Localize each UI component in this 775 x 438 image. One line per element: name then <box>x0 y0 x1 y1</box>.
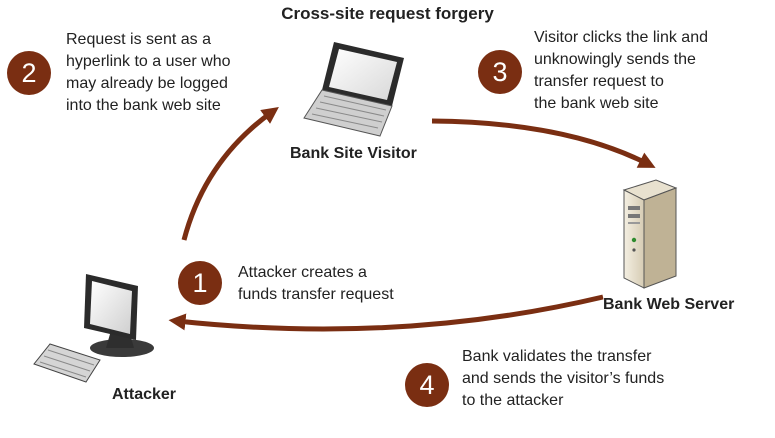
step-1-badge: 1 <box>178 261 222 305</box>
desktop-computer-icon <box>33 274 154 383</box>
arrow-visitor-to-server <box>431 118 656 168</box>
arrow-attacker-to-visitor <box>181 107 279 241</box>
attacker-label: Attacker <box>112 386 177 403</box>
step-2-text: Request is sent as a hyperlink to a user… <box>66 31 231 114</box>
step-4-badge: 4 <box>405 363 449 407</box>
visitor-label: Bank Site Visitor <box>290 145 417 162</box>
step-2-badge: 2 <box>7 51 51 95</box>
step-4-text: Bank validates the transfer and sends th… <box>462 348 665 409</box>
diagram-title: Cross-site request forgery <box>281 4 494 23</box>
step-3-badge: 3 <box>478 50 522 94</box>
arrow-server-to-attacker <box>168 294 604 332</box>
server-label: Bank Web Server <box>603 296 735 313</box>
step-1-text: Attacker creates a funds transfer reques… <box>238 264 394 303</box>
step-3-text: Visitor clicks the link and unknowingly … <box>534 29 708 112</box>
laptop-icon <box>303 42 404 137</box>
server-icon <box>622 179 678 289</box>
